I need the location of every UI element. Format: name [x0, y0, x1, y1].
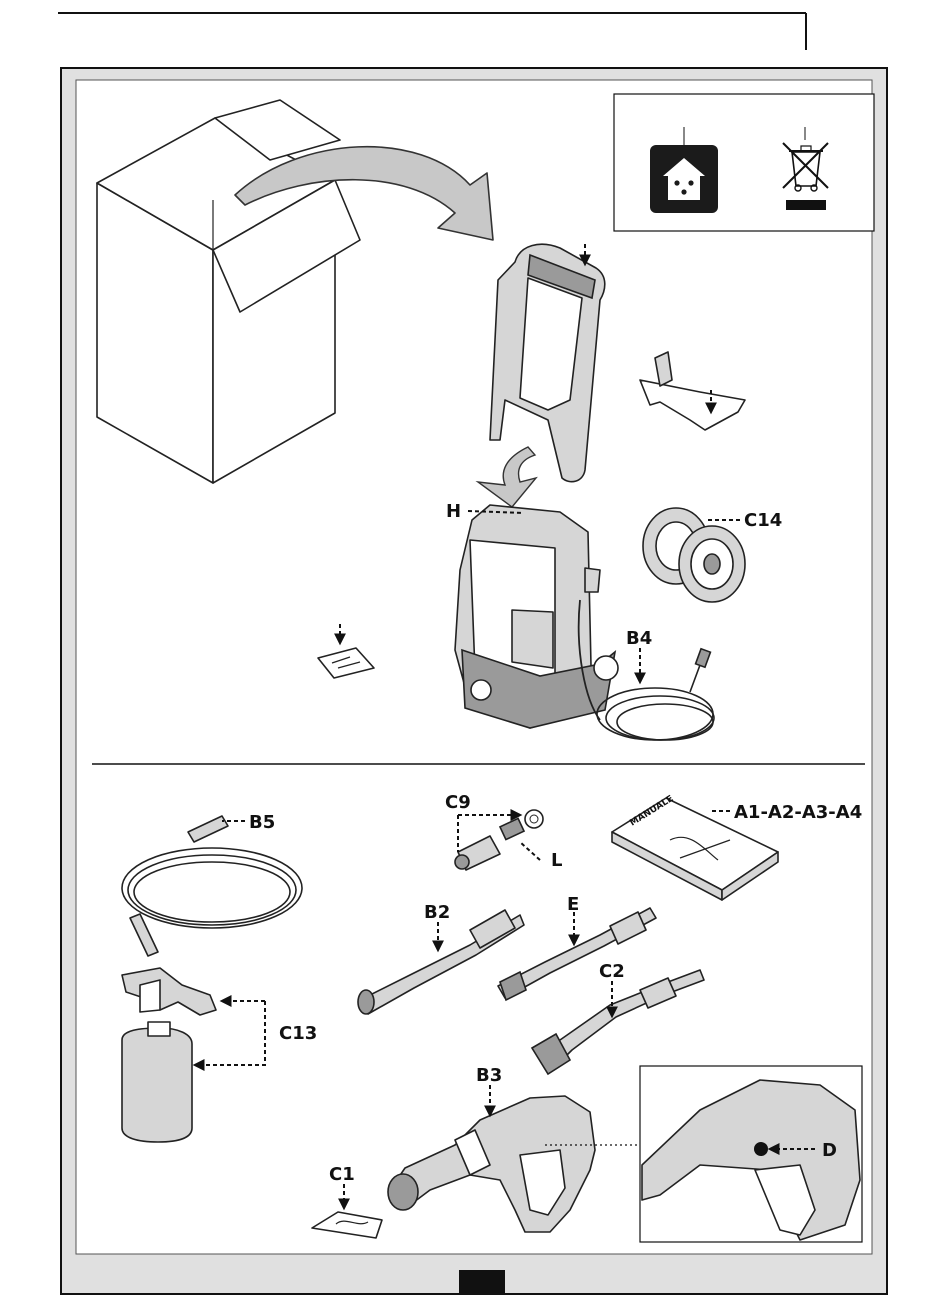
page-header-rule [58, 13, 806, 50]
label-a1-a4: A1-A2-A3-A4 [734, 802, 862, 823]
label-b2: B2 [424, 902, 450, 923]
label-l: L [551, 850, 562, 871]
label-c1: C1 [329, 1164, 355, 1185]
label-e: E [567, 894, 579, 915]
label-b4: B4 [626, 628, 652, 649]
label-b3: B3 [476, 1065, 502, 1086]
page-tab [459, 1270, 505, 1294]
symbols-box [614, 94, 874, 231]
label-c2: C2 [599, 961, 625, 982]
label-b5: B5 [249, 812, 275, 833]
label-c14: C14 [744, 510, 782, 531]
label-c9: C9 [445, 792, 471, 813]
label-h: H [446, 501, 461, 522]
label-c13: C13 [279, 1023, 317, 1044]
label-d: D [822, 1140, 837, 1161]
